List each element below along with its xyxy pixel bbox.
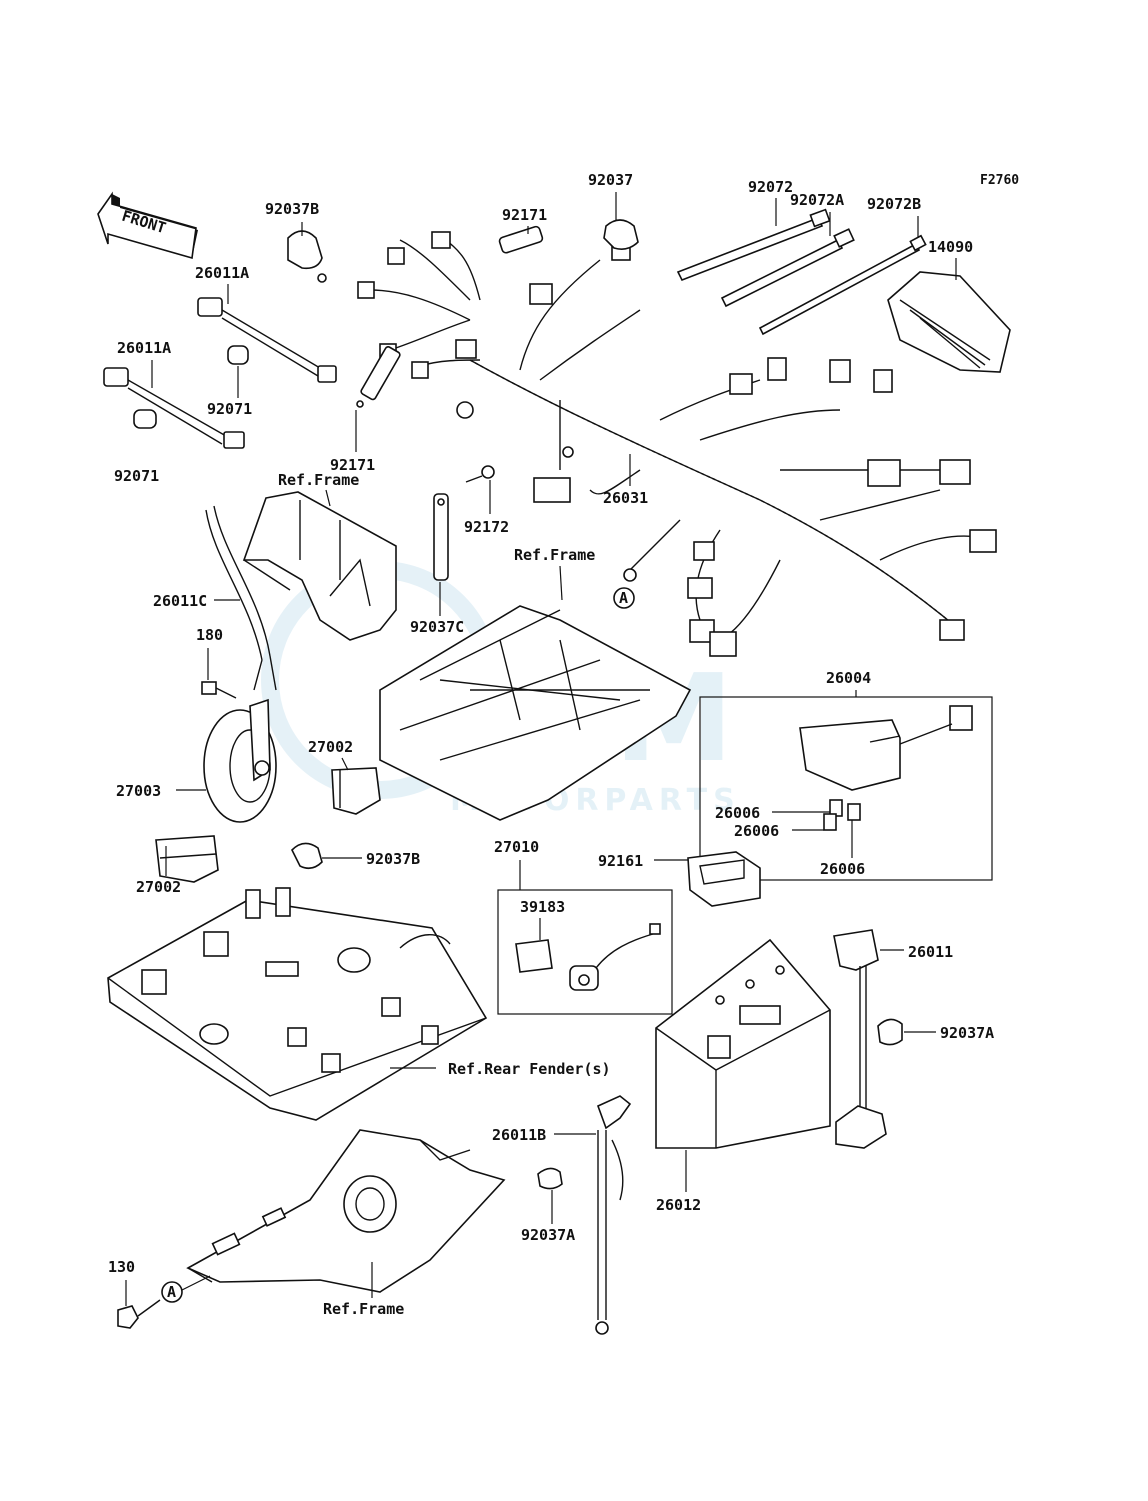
frame-main xyxy=(379,605,692,821)
label-14090: 14090 xyxy=(928,238,973,256)
label-92037A-low: 92037A xyxy=(521,1226,575,1244)
label-92072: 92072 xyxy=(748,178,793,196)
svg-text:A: A xyxy=(167,1283,176,1301)
cover-92161 xyxy=(687,851,761,907)
bolt-92172 xyxy=(465,465,495,483)
label-92172: 92172 xyxy=(464,518,509,536)
label-26011B: 26011B xyxy=(492,1126,546,1144)
label-92071-a: 92071 xyxy=(207,400,252,418)
clamp-92037A-right xyxy=(877,1018,903,1046)
bolt-130 xyxy=(117,1299,161,1329)
ref-rear-fender: Ref.Rear Fender(s) xyxy=(448,1060,611,1078)
cable-26011C xyxy=(205,505,277,691)
frame-bracket xyxy=(242,491,397,641)
label-180: 180 xyxy=(196,626,223,644)
label-27003: 27003 xyxy=(116,782,161,800)
label-130: 130 xyxy=(108,1258,135,1276)
label-92072B: 92072B xyxy=(867,195,921,213)
label-92037C: 92037C xyxy=(410,618,464,636)
svg-text:A: A xyxy=(619,589,628,607)
label-26004: 26004 xyxy=(826,669,871,687)
label-92037A-right: 92037A xyxy=(940,1024,994,1042)
callout-a-bottom: A xyxy=(161,1275,211,1303)
label-92072A: 92072A xyxy=(790,191,844,209)
label-26011A-mid: 26011A xyxy=(117,339,171,357)
label-27002-b: 27002 xyxy=(136,878,181,896)
cover-14090 xyxy=(887,271,1011,373)
clamp-92037B-top xyxy=(287,230,327,283)
label-27002-a: 27002 xyxy=(308,738,353,756)
battery-26012 xyxy=(655,938,831,1149)
label-27010: 27010 xyxy=(494,838,539,856)
label-26006-a: 26006 xyxy=(715,804,760,822)
lead-26011A-lower xyxy=(103,367,245,449)
main-harness-26031 xyxy=(357,231,997,657)
label-26011A-top: 26011A xyxy=(195,264,249,282)
clamp-92037 xyxy=(603,219,639,250)
label-26012: 26012 xyxy=(656,1196,701,1214)
frame-lower xyxy=(186,1129,506,1293)
box-27010 xyxy=(497,889,673,1015)
label-92037B-mid: 92037B xyxy=(366,850,420,868)
relay-27002-b xyxy=(155,835,219,883)
label-26011: 26011 xyxy=(908,943,953,961)
screw-180 xyxy=(201,681,237,699)
label-92037: 92037 xyxy=(588,171,633,189)
rear-fender-tray xyxy=(107,887,488,1121)
label-92171-top: 92171 xyxy=(502,206,547,224)
cable-26011 xyxy=(833,929,887,1149)
clamp-92037A-low xyxy=(537,1167,563,1190)
grommet-92071-a xyxy=(227,345,249,365)
plate-92171-mid xyxy=(356,346,401,408)
label-92171-mid: 92171 xyxy=(330,456,375,474)
plate-92171-top xyxy=(498,225,544,254)
label-26031: 26031 xyxy=(603,489,648,507)
clamp-92037B-mid xyxy=(291,842,323,870)
box-26004 xyxy=(699,696,993,881)
relay-27002-a xyxy=(331,767,381,815)
front-arrow-icon: FRONT xyxy=(97,191,198,260)
label-92071-b: 92071 xyxy=(114,467,159,485)
ref-frame-2: Ref.Frame xyxy=(514,546,595,564)
label-26006-b: 26006 xyxy=(734,822,779,840)
label-92161: 92161 xyxy=(598,852,643,870)
callout-a-top: A xyxy=(613,587,635,609)
grommet-92071-b xyxy=(133,409,157,429)
ref-frame-3: Ref.Frame xyxy=(323,1300,404,1318)
label-39183: 39183 xyxy=(520,898,565,916)
cable-26011B xyxy=(595,1095,632,1335)
label-26006-c: 26006 xyxy=(820,860,865,878)
strap-92037C xyxy=(433,493,449,581)
ref-frame-1: Ref.Frame xyxy=(278,471,359,489)
figure-code: F2760 xyxy=(980,173,1019,188)
lead-26011A-upper xyxy=(197,297,337,383)
tie-92072B xyxy=(758,234,927,336)
horn-27003 xyxy=(203,698,277,823)
tie-92072A xyxy=(720,228,855,308)
label-26011C: 26011C xyxy=(153,592,207,610)
tie-92072 xyxy=(676,208,831,282)
label-92037B-top: 92037B xyxy=(265,200,319,218)
